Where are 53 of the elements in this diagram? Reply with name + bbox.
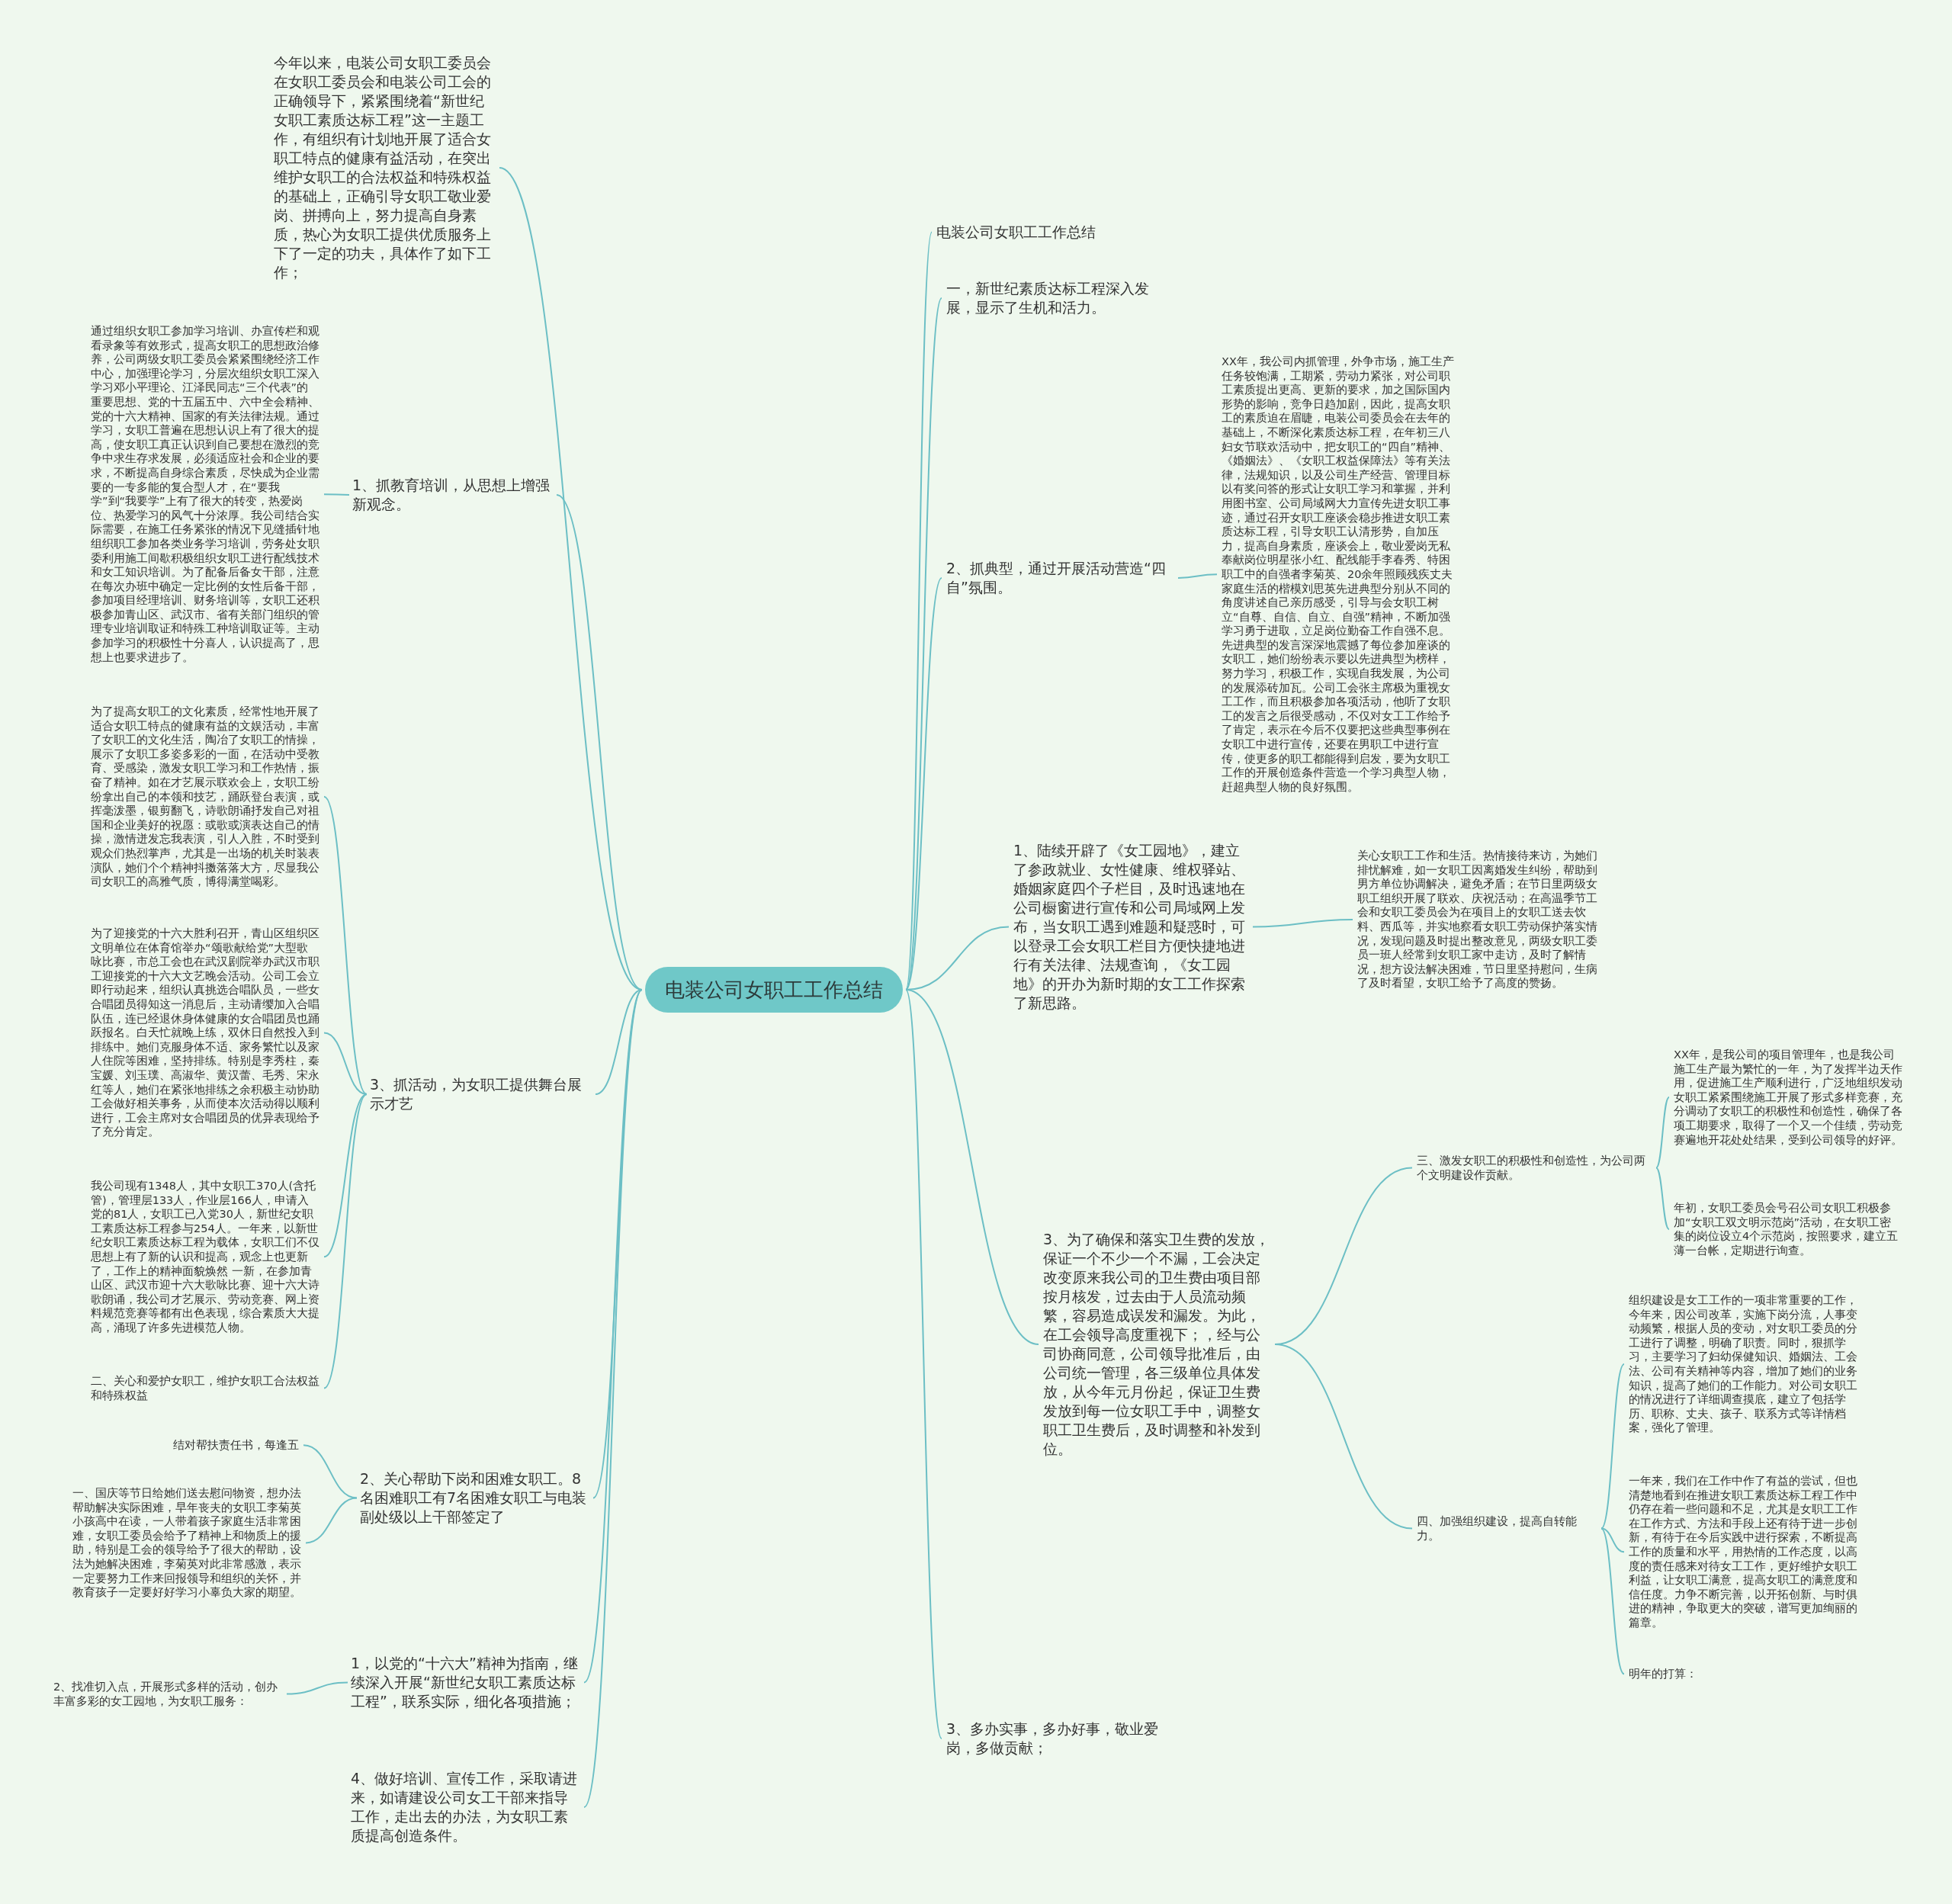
- connector-line: [323, 493, 350, 496]
- topic-text: 3、为了确保和落实卫生费的发放，保证一个不少一个不漏，工会决定改变原来我公司的卫生费由项目部按月核发，过去由于人员流动频繁，容易造成误发和漏发。为此，在工会领导高度重视下；，经与公司协商同意，公司领导批准后，由公司统一管理，各三级单位具体发放，从今年元月份起，保证卫生费发放到每一位女职工手中，调整女职工卫生费后，及时调整和补发到位。: [1043, 1230, 1272, 1459]
- topic-text: 2、关心帮助下岗和困难女职工。8名困难职工有7名困难女职工与电装副处级以上干部签定了: [360, 1469, 589, 1527]
- connector-line: [1600, 1527, 1625, 1675]
- connector-line: [323, 1032, 368, 1095]
- topic-text: 一，新世纪素质达标工程深入发展，显示了生机和活力。: [946, 279, 1175, 317]
- topic-text: 组织建设是女工工作的一项非常重要的工作，今年来，因公司改革，实施下岗分流，人事变动频繁，根据人员的变动，对女职工委员的分工进行了调整，明确了职责。同时，狠抓学习，主要学习了妇幼保健知识、婚姻法、工会法、公司有关精神等内容，增加了她们的业务知识，提高了她们的工作能力。对公司女职工的情况进行了详细调查摸底，建立了包括学历、职称、丈夫、孩子、联系方式等详情档案，强化了管理。: [1629, 1293, 1857, 1435]
- connector-line: [556, 494, 643, 991]
- topic-text: 三、激发女职工的积极性和创造性，为公司两个文明建设作贡献。: [1417, 1154, 1653, 1183]
- connector-line: [1274, 1344, 1413, 1530]
- topic-text: 一年来，我们在工作中作了有益的尝试，但也清楚地看到在推进女职工素质达标工程工作中仍存在着一些问题和不足，尤其是女职工工作在工作方式、方法和手段上还有待于进一步创新，有待于在今后实践中进行探索，不断提高工作的质量和水平，用热情的工作态度，以高度的责任感来对待女工工作，更好维护女职工利益，让女职工满意，提高女职工的满意度和信任度。力争不断完善，以开拓创新、与时俱进的精神，争取更大的突破，谱写更加绚丽的篇章。: [1629, 1474, 1857, 1630]
- connector-line: [303, 1444, 358, 1499]
- topic-text: XX年，我公司内抓管理，外争市场，施工生产任务较饱满，工期紧，劳动力紧张，对公司职工素质提出更高、更新的要求，加之国际国内形势的影响，竞争日趋加剧，因此，提高女职工的素质迫在眉睫，电装公司委员会在去年的基础上，不断深化素质达标工程，在年初三八妇女节联欢活动中，把女职工的“四自”精神、《婚姻法》、《女职工权益保障法》等有关法律，法规知识，以及公司生产经营、管理目标以有奖问答的形式让女职工学习和掌握，并利用图书室、公司局域网大力宣传先进女职工事迹，通过召开女职工座谈会稳步推进女职工素质达标工程，引导女职工认清形势，自加压力，提高自身素质，座谈会上，敬业爱岗无私奉献岗位明星张小红、配线能手李春秀、特困职工中的自强者李菊英、20余年照顾残疾丈夫家庭生活的楷模刘思英先进典型分别从不同的角度讲述自己亲历感受，引导与会女职工树立“自尊、自信、自立、自强”精神，不断加强学习勇于进取，立足岗位勤奋工作自强不息。先进典型的发言深深地震撼了每位参加座谈的女职工，她们纷纷表示要以先进典型为榜样，努力学习，积极工作，实现自我发展，为公司的发展添砖加瓦。公司工会张主席极为重视女工工作，而且积极参加各项活动，他听了女职工的发言之后很受感动，不仅对女工工作给予了肯定，表示在今后不仅要把这些典型事例在女职工中进行宣传，还要在男职工中进行宣传，使更多的职工都能得到启发，要为女职工工作的开展创造条件营造一个学习典型人物，赶超典型人物的良好氛围。: [1222, 355, 1454, 795]
- connector-line: [323, 795, 368, 1095]
- connector-line: [323, 1093, 368, 1258]
- connector-line: [905, 297, 942, 991]
- topic-text: 为了迎接党的十六大胜利召开，青山区组织区文明单位在体育馆举办“颂歌献给党”大型歌咏比赛，市总工会也在武汉剧院举办武汉市职工迎接党的十六大文艺晚会活动。公司工会立即行动起来，组织认真挑选合唱队员，一些女合唱团员得知这一消息后，主动请缨加入合唱队伍，连已经退休身体健康的女合唱团员也踊跃报名。白天忙就晚上练，双休日自然投入到排练中。她们克服身体不适、家务繁忙以及家人住院等困难，坚持排练。特别是李秀柱，秦宝媛、刘玉璞、高淑华、黄汉蕾、毛秀、宋永红等人，她们在紧张地排练之余积极主动协助工会做好相关事务，从而使本次活动得以顺利进行，工会主席对女合唱团员的优异表现给予了充分肯定。: [91, 926, 319, 1139]
- connector-line: [305, 1497, 358, 1544]
- topic-text: 今年以来，电装公司女职工委员会在女职工委员会和电装公司工会的正确领导下，紧紧围绕着“新世纪女职工素质达标工程”这一主题工作，有组织有计划地开展了适合女职工特点的健康有益活动，在突出维护女职工的合法权益和特殊权益的基础上，正确引导女职工敬业爱岗、拼搏向上，努力提高自身素质，热心为女职工提供优质服务上下了一定的功夫，具体作了如下工作；: [274, 53, 495, 282]
- connector-line: [1177, 573, 1218, 579]
- topic-text: 四、加强组织建设，提高自转能力。: [1417, 1514, 1598, 1543]
- connector-line: [905, 989, 942, 1739]
- connector-line: [1600, 1527, 1625, 1553]
- topic-text: 我公司现有1348人，其中女职工370人(含托管)，管理层133人，作业层166人，申请入党的81人，女职工已入党30人，新世纪女职工素质达标工程参与254人。一年来，以新世纪女职工素质达标工程为载体，女职工们不仅思想上有了新的认识和提高，观念上也更新了，工作上的精神面貌焕然 一新，在参加青山区、武汉市迎十六大歌咏比赛、迎十六大诗歌朗诵，我公司才艺展示、劳动竞赛、网上资料规范竞赛等都有出色表现，综合素质大大提高，涌现了许多先进模范人物。: [91, 1179, 319, 1335]
- connector-line: [905, 989, 1039, 1345]
- connector-line: [1655, 1167, 1670, 1231]
- connector-line: [286, 1681, 348, 1695]
- topic-text: 1、抓教育培训，从思想上增强新观念。: [352, 476, 552, 514]
- topic-text: 2、抓典型，通过开展活动营造“四自”氛围。: [946, 559, 1175, 597]
- topic-text: 3、多办实事，多办好事，敬业爱岗，多做贡献；: [946, 1719, 1175, 1758]
- central-topic: 电装公司女职工工作总结: [645, 967, 903, 1013]
- connector-line: [1600, 1363, 1625, 1530]
- topic-text: XX年，是我公司的项目管理年，也是我公司施工生产最为繁忙的一年，为了发挥半边天作用，促进施工生产顺利进行，广泛地组织发动女职工紧紧围绕施工开展了形式多样竞赛，充分调动了女职工的积极性和创造性，确保了各项工期要求，取得了一个又一个佳绩，劳动竞赛遍地开花处处结果，受到公司领导的好评。: [1674, 1048, 1902, 1148]
- topic-text: 年初，女职工委员会号召公司女职工积极参加“女职工双文明示范岗”活动，在女职工密集的岗位设立4个示范岗，按照要求，建立五薄一台帐，定期进行询查。: [1674, 1201, 1902, 1258]
- connector-line: [1252, 918, 1353, 928]
- topic-text: 明年的打算：: [1629, 1667, 1857, 1681]
- topic-text: 4、做好培训、宣传工作，采取请进来，如请建设公司女工干部来指导工作，走出去的办法，为女职工素质提高创造条件。: [351, 1769, 580, 1845]
- topic-text: 结对帮扶责任书，每逢五: [70, 1438, 299, 1453]
- topic-text: 1、陆续开辟了《女工园地》，建立了参政就业、女性健康、维权驿站、婚姻家庭四个子栏目，及时迅速地在公司橱窗进行宣传和公司局域网上发布，当女职工遇到难题和疑惑时，可以登录工会女职工栏目方便快捷地进行有关法律、法规查询，《女工园地》的开办为新时期的女工工作探索了新思路。: [1013, 841, 1250, 1013]
- topic-text: 关心女职工工作和生活。热情接待来访，为她们排忧解难，如一女职工因离婚发生纠纷，帮助到男方单位协调解决，避免矛盾；在节日里两级女职工组织开展了联欢、庆祝活动；在高温季节工会和女职工委员会为在项目上的女职工送去饮料、西瓜等，并实地察看女职工劳动保护落实情况，发现问题及时提出整改意见，两级女职工委员一班人经常到女职工家中走访，及时了解情况，想方设法解决困难，节日里坚持慰问，生病了及时看望，女职工给予了高度的赞扬。: [1357, 849, 1597, 991]
- topic-text: 二、关心和爱护女职工，维护女职工合法权益和特殊权益: [91, 1374, 319, 1403]
- topic-text: 电装公司女职工工作总结: [936, 223, 1180, 242]
- topic-text: 1，以党的“十六大”精神为指南，继续深入开展“新世纪女职工素质达标工程”，联系实际，细化各项措施；: [351, 1654, 580, 1711]
- topic-text: 一、国庆等节日给她们送去慰问物资，想办法帮助解决实际困难，早年丧夫的女职工李菊英小孩高中在读，一人带着孩子家庭生活非常困难，女职工委员会给予了精神上和物质上的援助，特别是工会的领导给予了很大的帮助，设法为她解决困难，李菊英对此非常感激，表示一定要努力工作来回报领导和组织的关怀，并教育孩子一定要好好学习小辜负大家的期望。: [72, 1486, 301, 1600]
- topic-text: 通过组织女职工参加学习培训、办宣传栏和观看录象等有效形式，提高女职工的思想政治修养，公司两级女职工委员会紧紧围绕经济工作中心，加强理论学习，分层次组织女职工深入学习邓小平理论、江泽民同志“三个代表”的重要思想、党的十五届五中、六中全会精神、党的十六大精神、国家的有关法律法规。通过学习，女职工普遍在思想认识上有了很大的提高，使女职工真正认识到自己要想在激烈的竞争中求生存求发展，必须适应社会和企业的要求，不断提高自身综合素质，尽快成为企业需要的一专多能的复合型人才，在“要我学”到“我要学”上有了很大的转变，热爱岗位、热爱学习的风气十分浓厚。我公司结合实际需要，在施工任务紧张的情况下见缝插针地组织职工参加各类业务学习培训，劳务处女职委利用施工间歇积极组织女职工进行配线技术和女工知识培训。为了配备后备女干部，注意在每次办班中确定一定比例的女性后备干部，参加项目经理培训、财务培训等，女职工还积极参加青山区、武汉市、省有关部门组织的管理专业培训取证和特殊工种培训取证等。主动参加学习的积极性十分喜人，认识提高了，思想上也要求进步了。: [91, 324, 319, 665]
- topic-text: 3、抓活动，为女职工提供舞台展示才艺: [370, 1075, 591, 1113]
- connector-line: [323, 1093, 368, 1389]
- topic-text: 为了提高女职工的文化素质，经常性地开展了适合女职工特点的健康有益的文娱活动，丰富了女职工的文化生活，陶冶了女职工的情操，展示了女职工多姿多彩的一面，在活动中受教育、受感染，激发女职工学习和工作热情，振奋了精神。如在才艺展示联欢会上，女职工纷纷拿出自己的本领和技艺，踊跃登台表演，或挥毫泼墨，银剪翻飞，诗歌朗诵抒发自己对祖国和企业美好的祝愿：或歌或演表达自己的情操，激情迸发忘我表演，引人入胜，不时受到观众们热烈掌声，尤其是一出场的机关时装表演队，她们个个精神抖擞落落大方，尽显我公司女职工的高雅气质，博得满堂喝彩。: [91, 705, 319, 889]
- connector-line: [905, 577, 942, 991]
- connector-line: [1655, 1096, 1670, 1169]
- topic-text: 2、找准切入点，开展形式多样的活动，创办丰富多彩的女工园地，为女职工服务：: [53, 1680, 282, 1709]
- connector-line: [583, 989, 643, 1684]
- connector-line: [583, 989, 643, 1808]
